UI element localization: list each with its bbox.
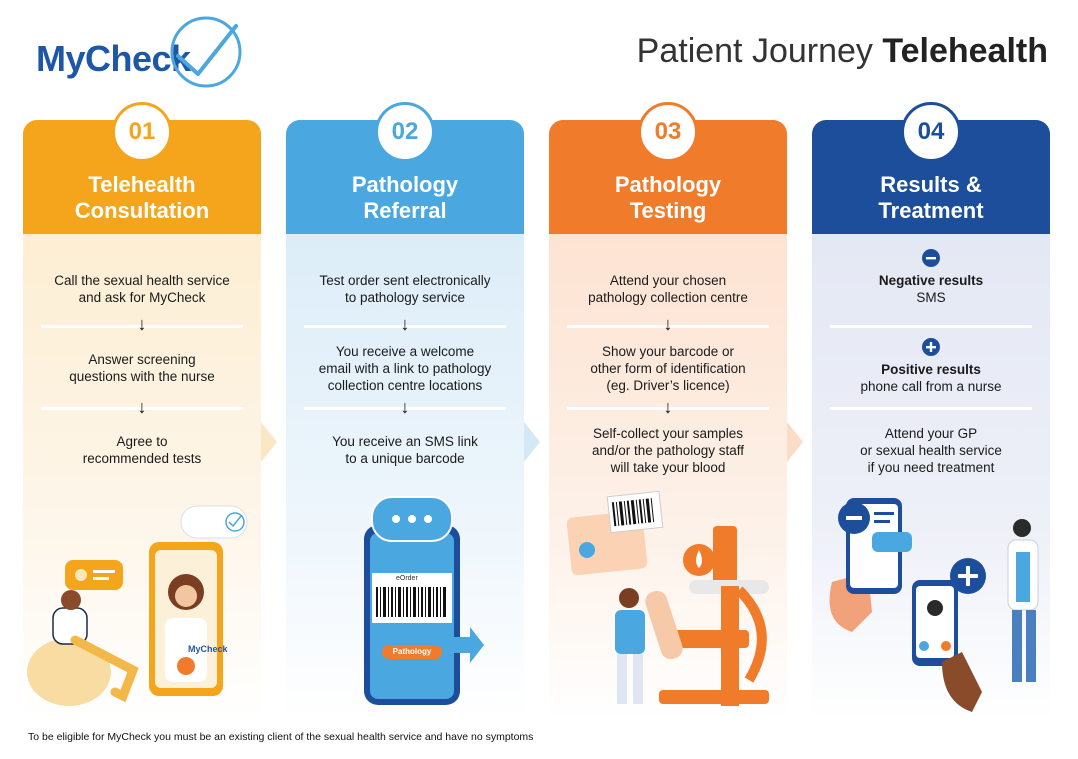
title-line2: Consultation: [74, 198, 210, 223]
divider: [304, 325, 506, 328]
results-treatment-illustration: [829, 498, 1039, 712]
step-line: Test order sent electronically: [319, 273, 491, 288]
step-line: to pathology service: [344, 290, 466, 305]
title-line1: Telehealth: [88, 172, 196, 197]
step-text: You receive a welcome email with a link t…: [296, 343, 514, 394]
step-line: SMS: [916, 290, 946, 305]
step-text: Self-collect your samples and/or the path…: [559, 425, 777, 476]
mycheck-logo: MyCheck: [36, 12, 256, 102]
step-text: Answer screening questions with the nurse: [33, 351, 251, 385]
chevron-right-icon: [787, 422, 803, 462]
eorder-label: eOrder: [396, 575, 418, 582]
arrow-down-icon: ↓: [137, 397, 147, 417]
step-line: pathology collection centre: [588, 290, 748, 305]
step-line: email with a link to pathology: [318, 361, 492, 376]
step-line: to a unique barcode: [345, 451, 465, 466]
step-line: phone call from a nurse: [860, 379, 1002, 394]
step-line: You receive a welcome: [335, 344, 475, 359]
checkmark-circle-icon: [170, 16, 242, 88]
telehealth-consultation-illustration: [27, 505, 248, 706]
arrow-down-icon: ↓: [400, 397, 410, 417]
page-title: Patient Journey Telehealth: [637, 32, 1048, 71]
title-line1: Results &: [880, 172, 982, 197]
title-line1: Pathology: [351, 172, 459, 197]
divider: [41, 407, 243, 410]
eligibility-footnote: To be eligible for MyCheck you must be a…: [28, 731, 534, 743]
phone-logo-text: MyCheck: [188, 644, 228, 654]
minus-circle-icon: [922, 249, 940, 267]
step-line: (eg. Driver’s licence): [606, 378, 730, 393]
column-title: Results &Treatment: [812, 172, 1050, 224]
step-text: Attend your GP or sexual health service if…: [822, 425, 1040, 476]
step-text: You receive an SMS link to a unique barco…: [296, 433, 514, 467]
divider: [567, 325, 769, 328]
step-number-badge: 03: [638, 102, 698, 162]
step-number-badge: 02: [375, 102, 435, 162]
title-line2: Referral: [363, 198, 447, 223]
title-line2: Treatment: [878, 198, 984, 223]
step-line: Attend your chosen: [609, 273, 727, 288]
arrow-down-icon: ↓: [663, 314, 673, 334]
step-number-badge: 01: [112, 102, 172, 162]
step-text: Test order sent electronically to patholo…: [296, 272, 514, 306]
step-line: and ask for MyCheck: [78, 290, 206, 305]
step-line: recommended tests: [82, 451, 202, 466]
pathology-tag: Pathology: [392, 647, 432, 656]
arrow-down-icon: ↓: [137, 314, 147, 334]
barcode-phone-illustration: [364, 496, 484, 705]
divider: [41, 325, 243, 328]
step-line: questions with the nurse: [69, 369, 215, 384]
pathology-testing-illustration: [566, 490, 769, 706]
step-text: Positive results phone call from a nurse: [822, 361, 1040, 395]
step-text: Attend your chosen pathology collection c…: [559, 272, 777, 306]
divider: [304, 407, 506, 410]
step-line: You receive an SMS link: [332, 434, 478, 449]
step-line: Agree to: [116, 434, 168, 449]
step-line: Self-collect your samples: [592, 426, 744, 441]
step-line: and/or the pathology staff: [591, 443, 745, 458]
step-line: collection centre locations: [327, 378, 483, 393]
step-line: Call the sexual health service: [54, 273, 230, 288]
step-line: will take your blood: [610, 460, 726, 475]
step-line-bold: Positive results: [881, 362, 981, 377]
title-line2: Testing: [629, 198, 707, 223]
chevron-right-icon: [261, 422, 277, 462]
title-line1: Pathology: [614, 172, 722, 197]
step-text: Call the sexual health service and ask fo…: [33, 272, 251, 306]
step-line-bold: Negative results: [878, 273, 984, 288]
divider: [830, 325, 1032, 328]
divider: [567, 407, 769, 410]
chevron-right-icon: [524, 422, 540, 462]
plus-circle-icon: [922, 338, 940, 356]
step-text: Agree to recommended tests: [33, 433, 251, 467]
arrow-down-icon: ↓: [663, 397, 673, 417]
step-line: Attend your GP: [884, 426, 978, 441]
title-bold: Telehealth: [882, 32, 1048, 70]
divider: [830, 407, 1032, 410]
step-line: Show your barcode or: [601, 344, 735, 359]
arrow-down-icon: ↓: [400, 314, 410, 334]
step-line: if you need treatment: [867, 460, 995, 475]
step-number-badge: 04: [901, 102, 961, 162]
step-text: Show your barcode or other form of identi…: [559, 343, 777, 394]
logo-text: MyCheck: [36, 38, 191, 79]
title-regular: Patient Journey: [636, 32, 883, 70]
step-line: Answer screening: [88, 352, 196, 367]
step-line: other form of identification: [590, 361, 746, 376]
step-line: or sexual health service: [860, 443, 1002, 458]
